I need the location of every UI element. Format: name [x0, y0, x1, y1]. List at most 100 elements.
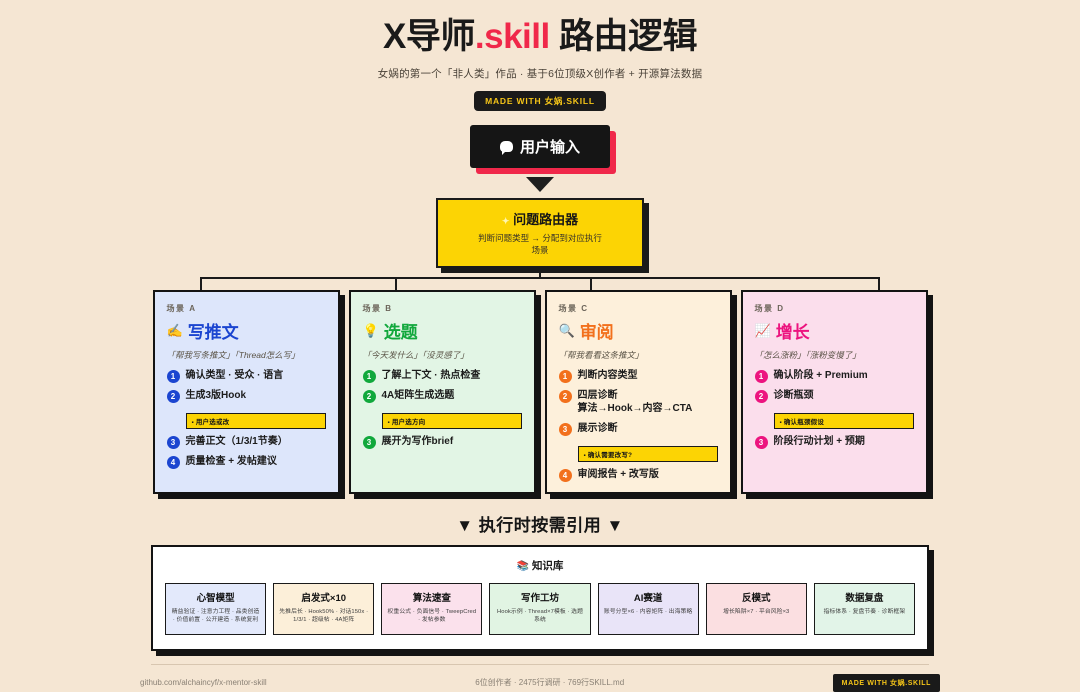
status-badge: ▪ 确认瓶颈假设	[773, 412, 914, 429]
status-badge: ▪ 用户选方向	[381, 412, 522, 429]
status-badge: ▪ 用户选或改	[185, 412, 326, 429]
knowledge-heading: ▼ 执行时按需引用 ▼	[456, 515, 624, 535]
status-badge-label: 确认需要改写?	[587, 451, 633, 459]
scenario-card-a[interactable]: 场景 A ✍️ 写推文 「帮我写条推文」「Thread怎么写」 1 确认类型 ·…	[152, 289, 340, 494]
step-number: 3	[166, 435, 180, 449]
list-item: 2 4A矩阵生成选题	[362, 389, 522, 403]
step-text: 展开为写作brief	[381, 435, 454, 447]
list-item: 3 展开为写作brief	[362, 435, 522, 449]
step-text: 判断内容类型	[577, 369, 638, 381]
step-number: 4	[166, 455, 180, 469]
knowledge-card-title: 数据复盘	[845, 592, 884, 604]
sparkle-icon: ✦	[501, 215, 510, 226]
scenario-card-d[interactable]: 场景 D 📈 增长 「怎么涨粉」「涨粉变慢了」 1 确认阶段 + Premium…	[740, 289, 928, 494]
knowledge-card[interactable]: AI赛道 账号分型×6 · 内容矩阵 · 出海策略	[597, 582, 699, 635]
scenario-b-tag: 场景 B	[362, 303, 393, 313]
scenario-card-b[interactable]: 场景 B 💡 选题 「今天发什么」「没灵感了」 1 了解上下文 · 热点检查 2…	[348, 289, 536, 494]
step-number: 1	[558, 369, 572, 383]
page-header: X导师.skill 路由逻辑 女娲的第一个「非人类」作品 · 基于6位顶级X创作…	[0, 0, 1080, 111]
scenario-a-tag: 场景 A	[166, 303, 197, 313]
node-user-input[interactable]: 用户输入	[469, 124, 610, 168]
step-number: 4	[558, 468, 572, 482]
knowledge-card[interactable]: 启发式×10 先推后长 · Hook50% · 对话150x · 1/3/1 ·…	[273, 582, 375, 635]
scenario-a-quote: 「帮我写条推文」「Thread怎么写」	[166, 349, 300, 360]
footer-repo-link[interactable]: github.com/alchaincyf/x-mentor-skill	[140, 678, 267, 687]
scenario-b-quote: 「今天发什么」「没灵感了」	[362, 349, 469, 360]
scenario-c-title: 审阅	[579, 322, 614, 342]
made-with-badge-footer: MADE WITH 女娲.SKILL	[832, 673, 940, 692]
node-user-input-label: 用户输入	[519, 138, 580, 156]
step-text: 了解上下文 · 热点检查	[381, 369, 481, 381]
status-badge-label: 确认瓶颈假设	[783, 418, 825, 426]
scenario-d-steps: 1 确认阶段 + Premium 2 诊断瓶颈 ▪ 确认瓶颈假设 3 阶段行动计…	[754, 369, 914, 449]
router-title-row: ✦ 问题路由器	[478, 209, 602, 228]
knowledge-card-desc: Hook示例 · Thread×7模板 · 选题系统	[496, 608, 583, 624]
knowledge-card-desc: 权重公式 · 负面信号 · TweepCred · 发帖参数	[387, 608, 477, 624]
scenario-d-quote: 「怎么涨粉」「涨粉变慢了」	[754, 349, 861, 360]
list-item: 2 生成3版Hook	[166, 389, 326, 403]
chart-increasing-icon: 📈	[754, 322, 771, 338]
knowledge-panel-title-row: 📚 知识库	[165, 558, 915, 573]
knowledge-card-desc: 账号分型×6 · 内容矩阵 · 出海策略	[603, 608, 693, 615]
status-badge: ▪ 确认需要改写?	[577, 445, 718, 462]
router-subtitle: 判断问题类型 → 分配到对应执行场景	[478, 232, 602, 255]
footer-divider	[151, 663, 929, 665]
step-number: 1	[754, 369, 768, 383]
page-footer: github.com/alchaincyf/x-mentor-skill 6位创…	[140, 673, 940, 692]
step-number: 3	[558, 422, 572, 436]
step-number: 2	[362, 389, 376, 403]
knowledge-card-desc: 精益验证 · 注意力工程 · 品类创造 · 价值前置 · 公开建造 · 系统复利	[171, 608, 260, 624]
scenario-b-head: 💡 选题	[363, 318, 522, 343]
status-badge-label: 用户选或改	[195, 418, 230, 426]
chat-bubble-icon	[499, 140, 513, 155]
title-tail: 路由逻辑	[549, 17, 698, 56]
knowledge-card[interactable]: 算法速查 权重公式 · 负面信号 · TweepCred · 发帖参数	[381, 582, 483, 635]
node-question-router[interactable]: ✦ 问题路由器 判断问题类型 → 分配到对应执行场景	[436, 197, 644, 268]
knowledge-card[interactable]: 数据复盘 指标体系 · 复盘节奏 · 诊断框架	[813, 582, 915, 635]
page-title: X导师.skill 路由逻辑	[0, 17, 1080, 57]
list-item: 3 完善正文（1/3/1节奏）	[166, 435, 326, 449]
scenario-b-title: 选题	[383, 322, 418, 342]
knowledge-card-desc: 增长陷阱×7 · 平台风险×3	[723, 608, 790, 615]
step-text: 诊断瓶颈	[773, 389, 814, 401]
scenario-card-c[interactable]: 场景 C 🔍 审阅 「帮我看看这条推文」 1 判断内容类型 2 四层诊断 算法→…	[544, 289, 732, 494]
list-item: 3 展示诊断	[558, 422, 718, 436]
knowledge-card[interactable]: 反模式 增长陷阱×7 · 平台风险×3	[705, 582, 807, 635]
knowledge-panel-title: 知识库	[531, 559, 564, 572]
router-to-cards-connector	[199, 267, 881, 290]
knowledge-card[interactable]: 写作工坊 Hook示例 · Thread×7模板 · 选题系统	[489, 582, 591, 635]
knowledge-card-title: 启发式×10	[301, 592, 347, 604]
step-text: 审阅报告 + 改写版	[577, 468, 659, 480]
scenario-c-head: 🔍 审阅	[559, 318, 718, 343]
knowledge-card-title: 写作工坊	[520, 592, 559, 604]
step-text: 四层诊断 算法→Hook→内容→CTA	[577, 389, 693, 415]
scenario-b-steps: 1 了解上下文 · 热点检查 2 4A矩阵生成选题 ▪ 用户选方向 3 展开为写…	[362, 369, 522, 449]
knowledge-card-title: AI赛道	[633, 592, 663, 604]
scenario-c-quote: 「帮我看看这条推文」	[558, 349, 644, 360]
knowledge-card-desc: 指标体系 · 复盘节奏 · 诊断框架	[823, 608, 906, 615]
step-number: 1	[166, 369, 180, 383]
knowledge-card[interactable]: 心智模型 精益验证 · 注意力工程 · 品类创造 · 价值前置 · 公开建造 ·…	[165, 582, 267, 635]
title-accent: .skill	[474, 17, 550, 56]
step-text: 质量检查 + 发帖建议	[185, 455, 277, 467]
knowledge-card-title: 心智模型	[196, 592, 235, 604]
list-item: 2 诊断瓶颈	[754, 389, 914, 403]
step-number: 2	[754, 389, 768, 403]
list-item: 4 质量检查 + 发帖建议	[166, 455, 326, 469]
books-icon: 📚	[516, 560, 530, 572]
step-text: 确认阶段 + Premium	[773, 369, 868, 381]
flow-section: 用户输入 ✦ 问题路由器 判断问题类型 → 分配到对应执行场景 场景 A ✍️	[0, 124, 1080, 494]
scenario-a-steps: 1 确认类型 · 受众 · 语言 2 生成3版Hook ▪ 用户选或改 3 完善…	[166, 369, 326, 469]
step-text: 确认类型 · 受众 · 语言	[185, 369, 284, 381]
lightbulb-icon: 💡	[362, 322, 379, 338]
made-with-badge-top: MADE WITH 女娲.SKILL	[474, 90, 606, 111]
step-number: 3	[754, 435, 768, 449]
step-text: 生成3版Hook	[185, 389, 247, 401]
step-number: 2	[166, 389, 180, 403]
step-text: 完善正文（1/3/1节奏）	[185, 435, 288, 447]
knowledge-card-grid: 心智模型 精益验证 · 注意力工程 · 品类创造 · 价值前置 · 公开建造 ·…	[165, 582, 915, 635]
knowledge-panel: 📚 知识库 心智模型 精益验证 · 注意力工程 · 品类创造 · 价值前置 · …	[151, 544, 929, 651]
step-text: 阶段行动计划 + 预期	[773, 435, 865, 447]
knowledge-card-title: 算法速查	[412, 592, 451, 604]
